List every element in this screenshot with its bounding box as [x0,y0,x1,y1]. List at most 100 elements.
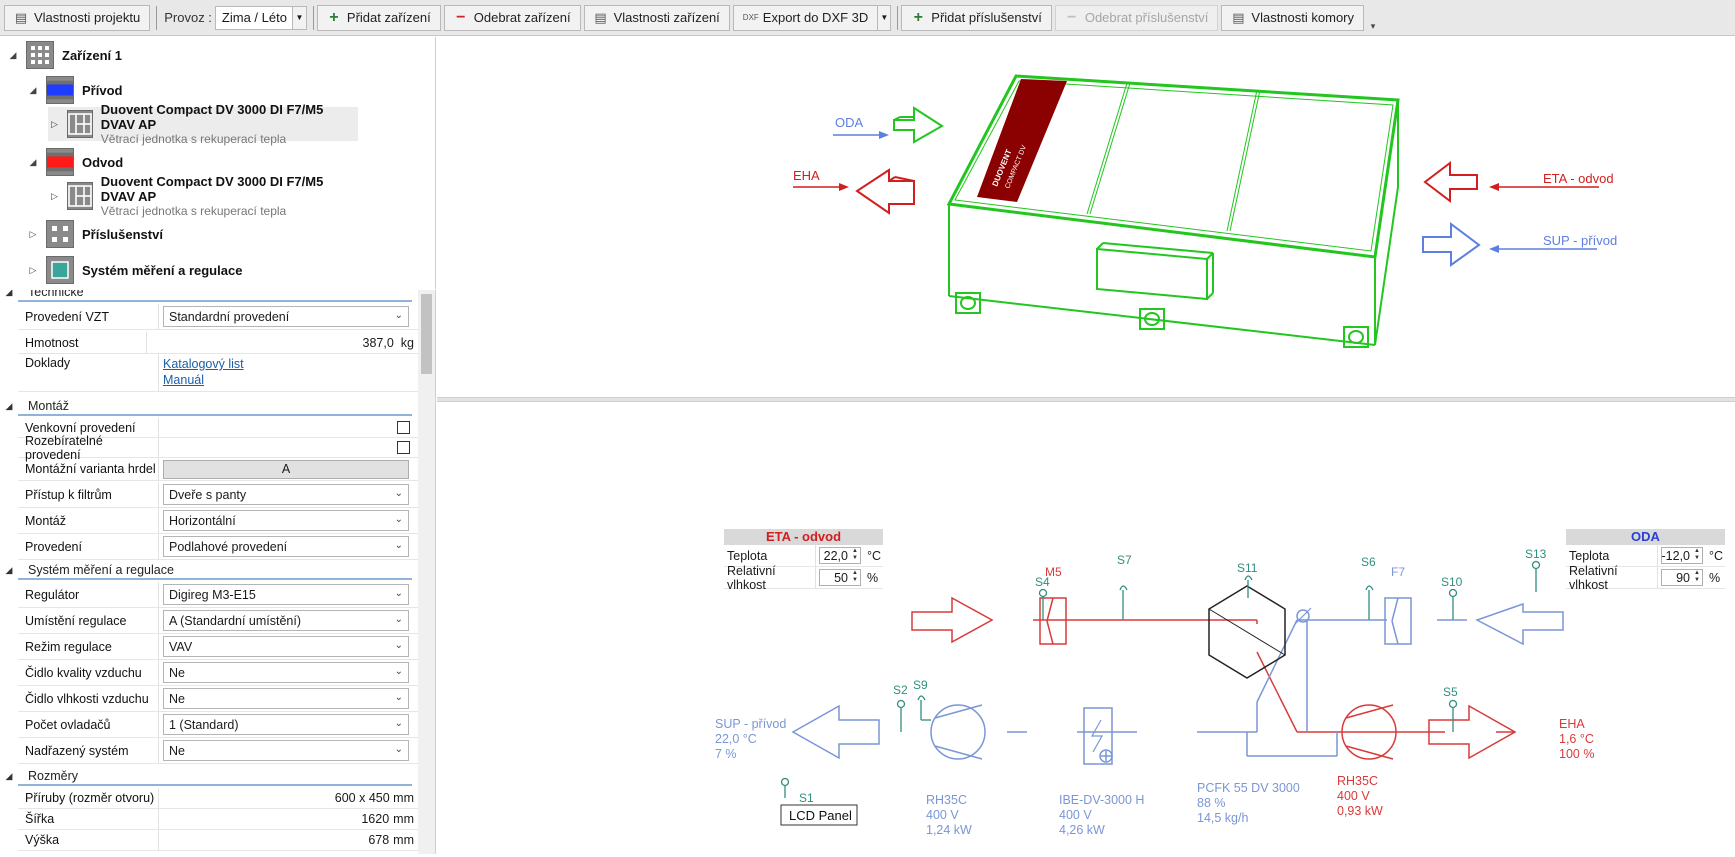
cidlo-kvality-select[interactable]: Ne⌄ [163,662,409,683]
chevron-down-icon[interactable]: ▼ [291,6,306,29]
category-rozmery[interactable]: ◢ Rozměry [0,766,418,786]
category-underline [18,784,412,786]
spinner-arrows-icon[interactable]: ▲▼ [1694,570,1700,583]
scrollbar-thumb[interactable] [421,294,432,374]
manual-link[interactable]: Manuál [163,373,204,387]
category-technical[interactable]: ◢ Technické [0,290,418,302]
tree-node-supply-unit[interactable]: ▷ Duovent Compact DV 3000 DI F7/M5 DVAV … [48,102,358,146]
lcd-panel-label: LCD Panel [789,808,852,823]
schema-view[interactable]: M5 F7 [437,402,1735,854]
eta-temp-row: Teplota 22,0▲▼ °C [724,545,883,567]
collapse-arrow-icon[interactable]: ◢ [5,400,13,411]
nadrazeny-select[interactable]: Ne⌄ [163,740,409,761]
montaz-select[interactable]: Horizontální⌄ [163,510,409,531]
unit-icon [66,110,93,138]
oda-temp-row: Teplota -12,0▲▼ °C [1566,545,1725,567]
exhaust-fan-voltage: 400 V [1337,789,1370,803]
prop-row-provedeni-vzt: Provedení VZT Standardní provedení⌄ [18,304,418,330]
tree-node-sublabel: Větrací jednotka s rekuperací tepla [100,204,287,218]
collapse-arrow-icon[interactable]: ◢ [29,156,37,167]
unit-3d-view[interactable]: DUOVENT COMPACT DV ODA EHA ETA - odvod S… [437,37,1735,397]
spinner-arrows-icon[interactable]: ▲▼ [852,570,858,583]
tree-node-exhaust-unit[interactable]: ▷ Duovent Compact DV 3000 DI F7/M5 DVAV … [48,174,358,218]
prop-row-priruby: Příruby (rozměr otvoru) 600 x 450 mm [18,788,418,809]
oda-arrow [893,106,944,144]
tree-node-root[interactable]: ◢ Zařízení 1 [6,38,122,72]
tree-node-accessories[interactable]: ▷ Příslušenství [26,217,163,251]
prop-row-cidlo-kvality: Čidlo kvality vzduchu Ne⌄ [18,660,418,686]
export-dropdown-button[interactable]: ▼ [877,4,892,31]
chamber-properties-button[interactable]: ▤Vlastnosti komory [1221,4,1364,31]
remove-accessory-button[interactable]: −Odebrat příslušenství [1054,4,1219,31]
provedeni-select[interactable]: Podlahové provedení⌄ [163,536,409,557]
sup-label: SUP - přívod [1543,233,1617,248]
project-properties-button[interactable]: ▤Vlastnosti projektu [4,4,151,31]
filter-m5 [1039,597,1067,645]
cidlo-vlhkosti-select[interactable]: Ne⌄ [163,688,409,709]
expand-arrow-icon[interactable]: ▷ [50,118,58,129]
prop-row-regulator: Regulátor Digireg M3-E15⌄ [18,582,418,608]
venkovni-checkbox[interactable] [397,421,410,434]
add-device-button[interactable]: +Přidat zařízení [316,4,441,31]
tree-node-label: Odvod [82,154,124,170]
expand-arrow-icon[interactable]: ▷ [29,228,37,239]
prop-row-provedeni: Provedení Podlahové provedení⌄ [18,534,418,560]
pristup-select[interactable]: Dveře s panty⌄ [163,484,409,505]
expand-arrow-icon[interactable]: ▷ [29,264,37,275]
spinner-arrows-icon[interactable]: ▲▼ [1694,548,1700,561]
toolbar-overflow-icon[interactable]: ▾ [1370,20,1376,31]
tree-node-exhaust[interactable]: ◢ Odvod [26,145,123,179]
category-underline [18,300,412,302]
device-properties-button[interactable]: ▤Vlastnosti zařízení [583,4,730,31]
oda-hum-input[interactable]: 90▲▼ [1661,569,1703,586]
minus-icon: − [456,8,466,26]
rezim-select[interactable]: VAV⌄ [163,636,409,657]
varianta-button[interactable]: A [163,459,409,479]
provedeni-vzt-select[interactable]: Standardní provedení⌄ [163,306,409,327]
oda-temp-input[interactable]: -12,0▲▼ [1661,547,1703,564]
lcd-panel[interactable] [780,804,858,826]
category-montaz[interactable]: ◢ Montáž [0,396,418,416]
collapse-arrow-icon[interactable]: ◢ [5,770,13,781]
collapse-arrow-icon[interactable]: ◢ [9,49,17,60]
tree-node-control[interactable]: ▷ Systém měření a regulace [26,253,242,287]
eta-temp-input[interactable]: 22,0▲▼ [819,547,861,564]
eha-label: EHA [793,168,820,183]
supply-section-icon [46,76,74,104]
sensor-s7-label: S7 [1117,553,1132,567]
eta-hum-input[interactable]: 50▲▼ [819,569,861,586]
toolbar-separator [312,5,314,30]
collapse-arrow-icon[interactable]: ◢ [5,290,13,297]
catalog-sheet-link[interactable]: Katalogový list [163,357,244,371]
pane-splitter[interactable] [437,397,1735,402]
umisteni-select[interactable]: A (Standardní umístění)⌄ [163,610,409,631]
property-grid-scrollbar[interactable] [418,290,435,854]
remove-device-button[interactable]: −Odebrat zařízení [443,4,581,31]
eta-label: ETA - odvod [1543,171,1614,186]
chevron-down-icon: ▼ [880,13,889,22]
clipboard-icon: ▤ [14,9,28,25]
supply-fan-power: 1,24 kW [926,823,972,837]
chevron-down-icon: ⌄ [394,540,403,551]
sup-name: SUP - přívod [715,717,786,731]
prop-row-cidlo-vlhkosti: Čidlo vlhkosti vzduchu Ne⌄ [18,686,418,712]
add-accessory-button[interactable]: +Přidat příslušenství [901,4,1052,31]
spinner-arrows-icon[interactable]: ▲▼ [852,548,858,561]
oda-panel-title: ODA [1566,529,1725,545]
expand-arrow-icon[interactable]: ▷ [50,190,58,201]
tree-node-supply[interactable]: ◢ Přívod [26,73,122,107]
exhaust-fan-name: RH35C [1337,774,1378,788]
collapse-arrow-icon[interactable]: ◢ [5,564,13,575]
regulator-select[interactable]: Digireg M3-E15⌄ [163,584,409,605]
collapse-arrow-icon[interactable]: ◢ [29,84,37,95]
pocet-select[interactable]: 1 (Standard)⌄ [163,714,409,735]
chevron-down-icon: ⌄ [394,310,403,321]
rozebiratelne-checkbox[interactable] [397,441,410,454]
category-control[interactable]: ◢ Systém měření a regulace [0,560,418,580]
sensor-s4-label: S4 [1035,575,1050,589]
mode-select[interactable]: Zima / Léto▼ [214,5,307,30]
prop-row-rezim: Režim regulace VAV⌄ [18,634,418,660]
mode-label: Provoz : [164,10,212,25]
